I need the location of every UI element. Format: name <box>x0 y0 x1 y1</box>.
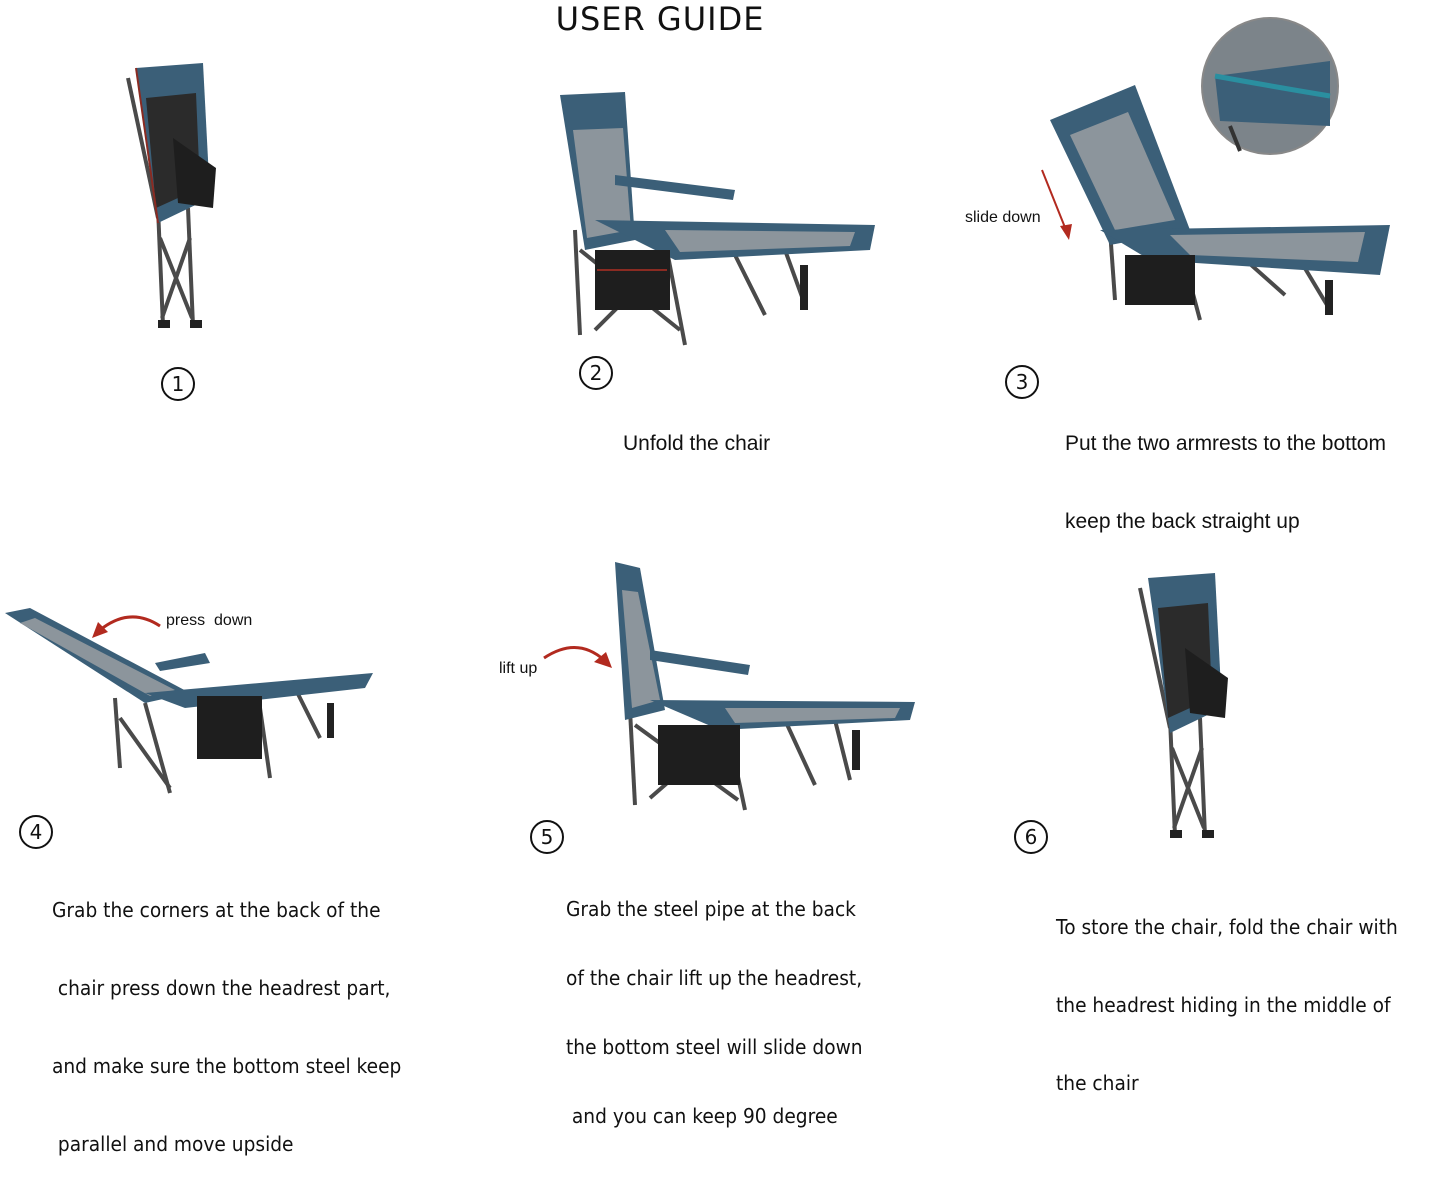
lift-up-note: lift up <box>499 660 538 677</box>
lift-up-arrow <box>543 646 612 668</box>
press-down-arrow <box>92 615 161 638</box>
press-down-note: press down <box>166 612 253 629</box>
step-number-2: 2 <box>579 356 613 390</box>
step-3-caption: Put the two armrests to the bottom keep … <box>1065 432 1386 533</box>
reclined-chair-illustration-4 <box>5 608 373 794</box>
step-4-caption: Grab the corners at the back of the chai… <box>52 898 402 1156</box>
step-number-3: 3 <box>1005 365 1039 399</box>
step-6-caption: To store the chair, fold the chair with … <box>1056 915 1398 1095</box>
slide-down-arrow <box>1041 169 1072 240</box>
upright-chair-illustration-5 <box>615 562 915 811</box>
slide-down-note: slide down <box>965 209 1041 226</box>
folded-chair-illustration-1 <box>126 63 216 328</box>
page-title: USER GUIDE <box>555 0 765 38</box>
step-5-caption: Grab the steel pipe at the back of the c… <box>566 897 863 1128</box>
step-2-caption: Unfold the chair <box>623 432 771 455</box>
armrest-closeup-inset <box>1201 17 1339 155</box>
step-number-6: 6 <box>1014 820 1048 854</box>
unfolded-chair-illustration-2 <box>560 92 875 346</box>
armrests-down-illustration-3 <box>1050 85 1390 321</box>
step-number-5: 5 <box>530 820 564 854</box>
folded-chair-illustration-6 <box>1138 573 1228 838</box>
step-number-4: 4 <box>19 815 53 849</box>
step-number-1: 1 <box>161 367 195 401</box>
